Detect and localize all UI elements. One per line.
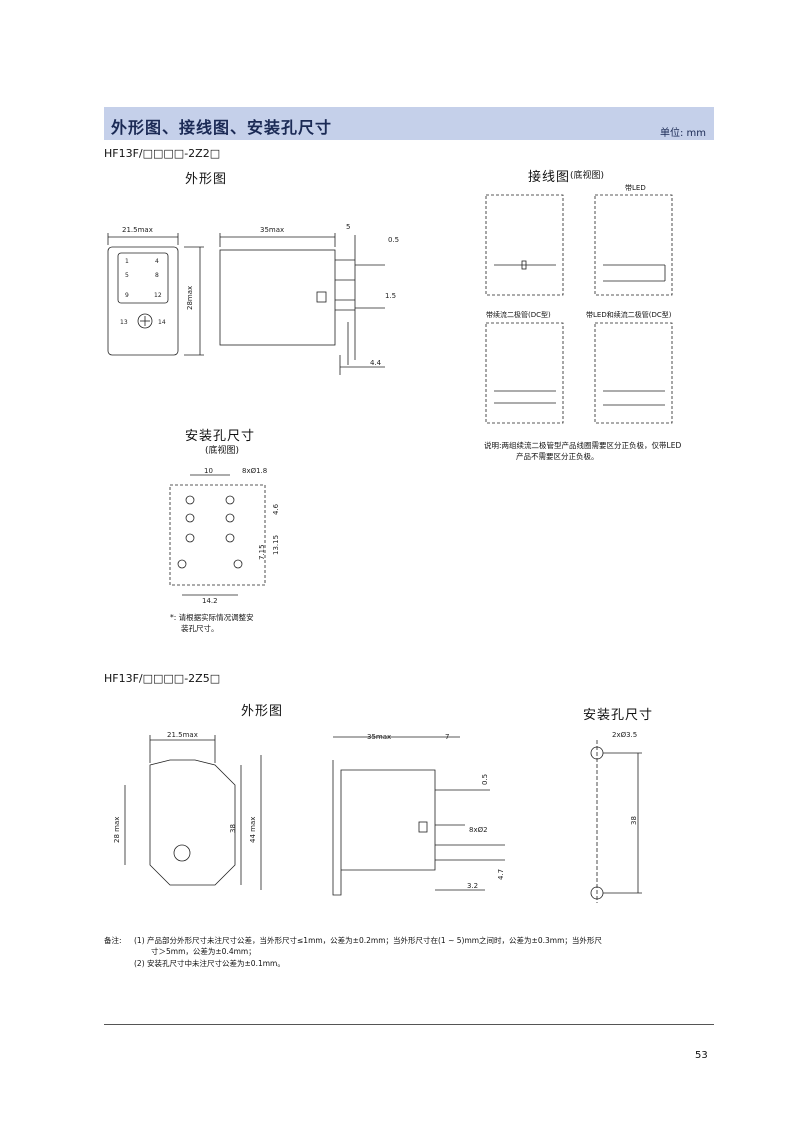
s2-dim-width: 21.5max: [167, 731, 198, 739]
s2-dim-pin: 8xØ2: [469, 826, 488, 834]
outline-title-2: 外形图: [241, 704, 284, 719]
wiring-label-led: 带LED: [625, 184, 646, 192]
mount-dim-hole: 8xØ1.8: [242, 467, 267, 475]
s2-dim-h38: 38: [229, 824, 237, 833]
wiring-diagrams: [485, 194, 673, 424]
svg-text:5: 5: [125, 272, 129, 279]
s2-mount-hole: 2xØ3.5: [612, 731, 637, 739]
svg-text:13: 13: [120, 319, 128, 326]
wiring-note-1: 说明:两组续流二极管型产品线圈需要区分正负极，仅带LED: [484, 441, 682, 450]
outline-drawing-2z5: 21.5max 28 max 38 44 max 35max 7 0.5 8xØ…: [113, 731, 505, 896]
svg-text:9: 9: [125, 292, 129, 299]
s2-dim-32: 3.2: [467, 882, 478, 890]
s2-dim-05: 0.5: [481, 774, 489, 785]
s2-mount-38: 38: [630, 816, 638, 825]
mount-title-1: 安装孔尺寸: [185, 429, 256, 444]
wiring-label-led-diode: 带LED和续流二极管(DC型): [586, 311, 672, 319]
s2-dim-7: 7: [445, 733, 449, 741]
mount-dim-142: 14.2: [202, 597, 218, 605]
dim-height: 28max: [186, 286, 194, 310]
s2-dim-47: 4.7: [497, 869, 505, 880]
svg-text:8: 8: [155, 272, 159, 279]
mount-subtitle: (底视图): [205, 446, 240, 456]
dim-5: 5: [346, 223, 350, 231]
mount-dim-715: 7.15: [258, 544, 266, 560]
remark-1: (1) 产品部分外形尺寸未注尺寸公差，当外形尺寸≤1mm，公差为±0.2mm；当…: [134, 936, 602, 945]
outline-title-1: 外形图: [185, 172, 228, 187]
wiring-label-diode: 带续流二极管(DC型): [486, 311, 551, 319]
remarks-label: 备注:: [104, 936, 122, 945]
mount-holes-2z2: 10 8xØ1.8 4.6 13.15 7.15 14.2: [169, 467, 280, 605]
svg-text:1: 1: [125, 258, 129, 265]
svg-text:12: 12: [154, 292, 162, 299]
mount-holes-2z5: 2xØ3.5 38: [590, 731, 642, 903]
wiring-title: 接线图: [528, 170, 571, 185]
footer-rule: [104, 1024, 714, 1025]
mount-title-2: 安装孔尺寸: [583, 708, 654, 723]
unit-label: 单位: mm: [660, 128, 707, 139]
mount-dim-46: 4.6: [272, 503, 280, 515]
page-number: 53: [695, 1050, 708, 1061]
wiring-note-2: 产品不需要区分正负极。: [516, 452, 599, 461]
model-2z2: HF13F/□□□□-2Z2□: [104, 147, 221, 160]
mount-dim-10: 10: [204, 467, 213, 475]
remark-1b: 寸＞5mm，公差为±0.4mm；: [151, 947, 256, 956]
s2-dim-h44: 44 max: [249, 817, 257, 843]
model-2z5: HF13F/□□□□-2Z5□: [104, 672, 221, 685]
mount-dim-1315: 13.15: [272, 535, 280, 555]
mount-note-2: 装孔尺寸。: [181, 624, 219, 633]
section-header-bar: [104, 107, 714, 140]
dim-length: 35max: [260, 226, 284, 234]
dim-44: 4.4: [370, 359, 382, 367]
section-title: 外形图、接线图、安装孔尺寸: [111, 118, 333, 137]
remark-2: (2) 安装孔尺寸中未注尺寸公差为±0.1mm。: [134, 959, 285, 968]
svg-text:14: 14: [158, 319, 166, 326]
svg-text:4: 4: [155, 258, 159, 265]
s2-dim-length: 35max: [367, 733, 391, 741]
dim-width: 21.5max: [122, 226, 153, 234]
wiring-subtitle: (底视图): [570, 171, 605, 181]
s2-dim-h28: 28 max: [113, 817, 121, 843]
dim-05: 0.5: [388, 236, 399, 244]
mount-note-1: *: 请根据实际情况调整安: [170, 613, 254, 622]
dim-15: 1.5: [385, 292, 396, 300]
